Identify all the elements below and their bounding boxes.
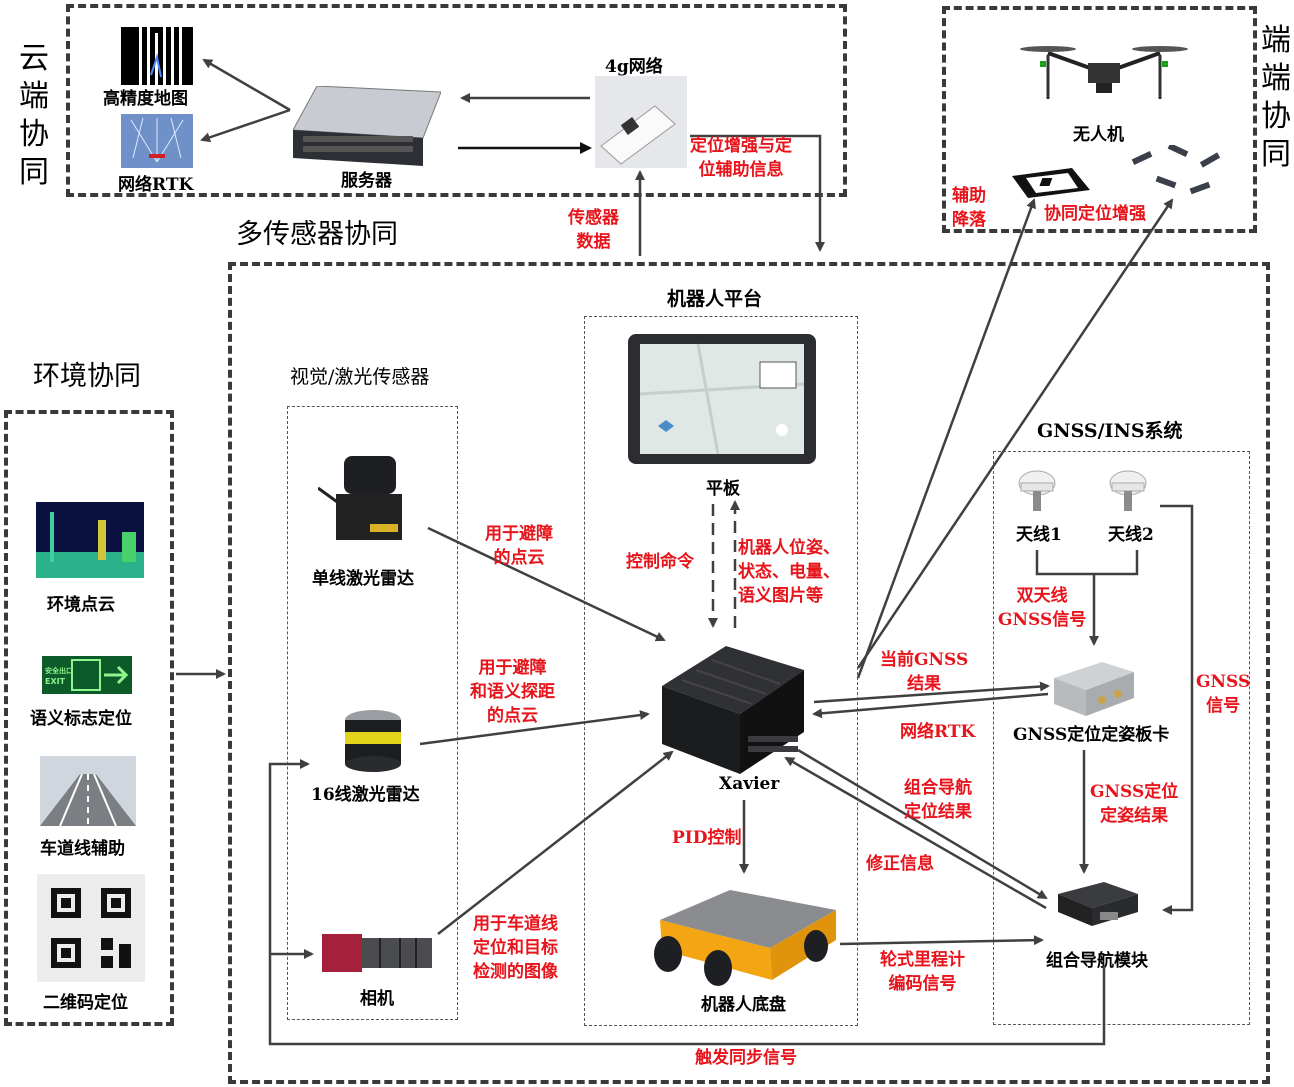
- arrow-antennas-board: [1035, 550, 1139, 576]
- coop-loc-note: 协同定位增强: [1044, 204, 1146, 224]
- server-label: 服务器: [341, 171, 392, 191]
- nav-result-note: 组合导航定位结果: [904, 778, 972, 822]
- ar-marker-image: [1012, 168, 1090, 198]
- exit-sign-text: EXIT: [45, 677, 66, 686]
- hd-map-label: 高精度地图: [103, 89, 188, 109]
- xavier-label: Xavier: [719, 774, 780, 794]
- arrow-trigger-sync: [268, 759, 1106, 1046]
- nav-module-image: [1054, 880, 1140, 928]
- camera-label: 相机: [360, 989, 394, 1009]
- camera-image: [320, 930, 436, 976]
- loc-enhance-note: 定位增强与定位辅助信息: [690, 136, 792, 180]
- net-4g-label: 4g网络: [605, 57, 663, 77]
- arrow-loc-enhance: [690, 134, 825, 252]
- chassis-label: 机器人底盘: [701, 995, 786, 1015]
- arrow-lidar16-xavier: [419, 710, 650, 746]
- arrow-camera-xavier: [437, 750, 674, 935]
- antenna-2-label: 天线2: [1108, 525, 1154, 545]
- cloud-collab-title: 云端协同: [19, 41, 49, 190]
- edge-collab-title: 端端协同: [1261, 23, 1291, 172]
- sensor-group-title: 视觉/激光传感器: [290, 366, 430, 388]
- pid-note: PID控制: [672, 828, 742, 848]
- gnss-result-note: GNSS定位定姿结果: [1090, 782, 1179, 826]
- correction-note: 修正信息: [866, 854, 934, 874]
- antenna-1-image: [1017, 467, 1057, 513]
- gnss-system-box: [993, 451, 1250, 1025]
- obstacle-pc-note: 用于避障的点云: [485, 524, 553, 568]
- arrow-server-hdmap: [202, 58, 291, 112]
- gnss-system-title: GNSS/INS系统: [1037, 420, 1183, 442]
- satellites-image: [1128, 143, 1224, 201]
- sensor-group-box: [287, 406, 458, 1020]
- multi-sensor-title: 多传感器协同: [236, 219, 398, 250]
- edge-collab-box: [942, 6, 1257, 233]
- arrow-gnssboard-xavier: [812, 692, 1049, 719]
- lidar-1-label: 单线激光雷达: [312, 569, 414, 589]
- lane-aid-image: [40, 756, 136, 827]
- environment-collab-title: 环境协同: [33, 361, 141, 392]
- robot-platform-title: 机器人平台: [667, 288, 763, 310]
- env-pointcloud-image: [36, 502, 144, 578]
- nav-module-label: 组合导航模块: [1046, 951, 1148, 971]
- network-rtk-label: 网络RTK: [118, 175, 194, 195]
- tablet-label: 平板: [706, 479, 740, 499]
- arrow-xavier-nav: [797, 748, 1048, 900]
- tablet-image: [628, 334, 816, 464]
- arrow-xavier-coop: [856, 198, 1174, 669]
- network-rtk-note: 网络RTK: [900, 722, 976, 742]
- lane-image-note: 用于车道线定位和目标检测的图像: [473, 914, 558, 982]
- environment-collab-box: [4, 410, 174, 1026]
- lane-aid-label: 车道线辅助: [40, 839, 125, 859]
- semantic-pc-note: 用于避障和语义探距的点云: [470, 658, 555, 726]
- wheel-odom-note: 轮式里程计编码信号: [880, 950, 965, 994]
- network-rtk-image: [121, 114, 193, 168]
- server-image: [292, 85, 442, 166]
- trigger-sync-note: 触发同步信号: [695, 1048, 797, 1068]
- drone-label: 无人机: [1073, 125, 1124, 145]
- arrow-chassis-nav: [839, 935, 1044, 946]
- arrow-xavier-landing: [856, 198, 1036, 679]
- hd-map-image: [121, 27, 193, 85]
- arrow-nav-xavier: [784, 756, 1047, 910]
- qr-code-image: [37, 874, 145, 982]
- drone-image: [1018, 35, 1190, 115]
- exit-sign-cn-text: 安全出口: [45, 666, 73, 675]
- gnss-board-label: GNSS定位定姿板卡: [1013, 725, 1170, 745]
- sensor-data-note: 传感器数据: [568, 208, 619, 252]
- lidar-16-label: 16线激光雷达: [311, 785, 420, 805]
- lidar-16-image: [340, 708, 406, 774]
- multi-sensor-box: [228, 262, 1270, 1084]
- chassis-image: [640, 880, 840, 990]
- antenna-1-label: 天线1: [1016, 525, 1062, 545]
- env-pointcloud-label: 环境点云: [47, 595, 115, 615]
- net-4g-image: [595, 76, 687, 168]
- gnss-board-image: [1052, 660, 1136, 718]
- cloud-collab-box: [66, 4, 847, 197]
- arrow-xavier-gnssboard: [813, 681, 1050, 704]
- arrow-gnss-signal: [1160, 504, 1194, 915]
- lidar-1-image: [317, 448, 410, 546]
- assist-landing-note: 辅助降落: [952, 186, 986, 230]
- robot-platform-box: [584, 316, 858, 1026]
- robot-state-note: 机器人位姿、状态、电量、语义图片等: [738, 538, 840, 606]
- semantic-sign-label: 语义标志定位: [30, 709, 132, 729]
- xavier-image: [656, 640, 808, 776]
- arrow-lidar1-xavier: [427, 526, 666, 642]
- control-cmd-note: 控制命令: [626, 552, 694, 572]
- semantic-sign-image: 安全出口 EXIT: [42, 656, 132, 694]
- arrow-server-rtk: [200, 108, 291, 143]
- antenna-2-image: [1108, 467, 1148, 513]
- qr-code-label: 二维码定位: [43, 993, 128, 1013]
